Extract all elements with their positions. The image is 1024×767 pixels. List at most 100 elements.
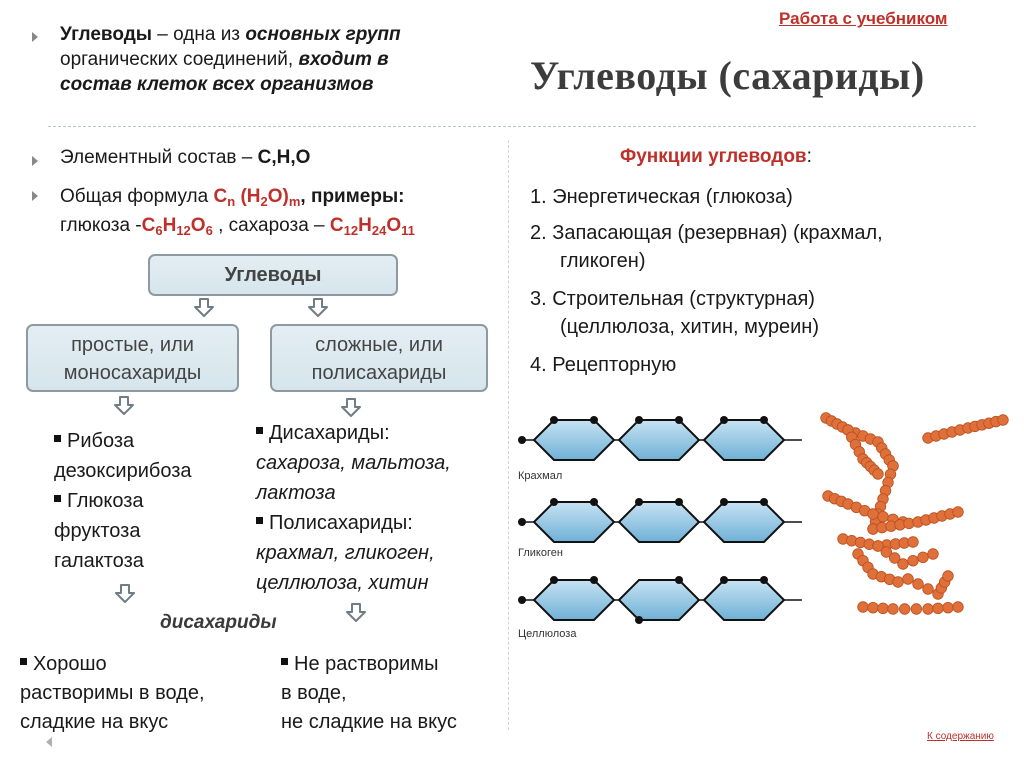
function-item: 1. Энергетическая (глюкоза) — [530, 186, 793, 208]
glucose-bead — [872, 540, 884, 552]
glucose-bead — [867, 601, 879, 614]
simple-carbs-line1: простые, или — [71, 334, 194, 356]
glucose-bead — [857, 601, 869, 613]
glucose-bead — [872, 468, 884, 480]
glycosidic-bond — [518, 596, 526, 604]
nav-back-icon[interactable] — [46, 737, 52, 747]
glucose-bead — [942, 570, 954, 582]
contents-link[interactable]: К содержанию — [927, 731, 994, 742]
sugar-ring — [532, 501, 616, 543]
complex-carbs-line1: сложные, или — [315, 334, 443, 356]
list-item: лактоза — [256, 482, 336, 504]
glucose-bead — [897, 558, 909, 570]
glycosidic-bond — [760, 416, 768, 424]
list-item: Хорошо — [20, 650, 205, 679]
glucose-bead — [907, 536, 919, 548]
sugar-ring — [532, 419, 616, 461]
sugar-ring — [617, 501, 701, 543]
formula-c: C — [213, 186, 228, 207]
list-item: сладкие на вкус — [20, 711, 169, 733]
glycosidic-bond — [635, 416, 643, 424]
function-item: 3. Строительная (структурная) — [530, 288, 815, 310]
down-arrow-icon — [346, 603, 366, 622]
glucose-bead — [877, 602, 889, 615]
glycosidic-bond — [635, 498, 643, 506]
glucose-bead — [907, 554, 919, 567]
down-arrow-icon — [114, 396, 134, 415]
list-item: в воде, — [281, 682, 347, 704]
complex-items: Дисахариды: сахароза, мальтоза, лактоза … — [256, 418, 451, 598]
sugar-ring — [617, 579, 701, 621]
starch-label: Крахмал — [518, 470, 562, 482]
composition-text: Элементный состав – С,Н,О — [60, 145, 310, 170]
sugar-ring — [617, 419, 701, 461]
glucose-bead — [898, 603, 911, 615]
glycosidic-bond — [720, 498, 728, 506]
formula-n: n — [227, 194, 236, 209]
intro-dash: – одна из — [152, 24, 246, 45]
glucose-bead — [922, 603, 934, 615]
glycosidic-bond — [760, 498, 768, 506]
textbook-link[interactable]: Работа с учебником — [779, 9, 948, 28]
vertical-divider — [508, 140, 509, 730]
list-item: крахмал, гликоген, — [256, 542, 435, 564]
glycosidic-bond — [675, 416, 683, 424]
functions-list: 1. Энергетическая (глюкоза) 2. Запасающа… — [530, 183, 883, 379]
simple-carbs-box: простые, или моносахариды — [26, 324, 239, 392]
separator-line — [48, 126, 976, 127]
list-item: фруктоза — [54, 520, 141, 542]
glucose-formula: C6H12O6 — [141, 215, 213, 238]
list-item: Глюкоза — [54, 486, 192, 516]
formula-h2o: (H — [235, 186, 261, 207]
glycosidic-bond — [550, 576, 558, 584]
sugar-ring — [702, 579, 786, 621]
bullet-arrow-icon — [32, 156, 38, 166]
solubility-right: Не растворимы в воде, не сладкие на вкус — [281, 650, 457, 737]
sucrose-formula: C12H24O11 — [329, 215, 415, 238]
glycogen-bead-model — [820, 412, 1009, 615]
glucose-bead — [927, 548, 939, 560]
complex-carbs-box: сложные, или полисахариды — [270, 324, 488, 392]
glucose-bead — [932, 602, 944, 615]
formula-text: Общая формула Cn (H2O)m, примеры: глюкоз… — [60, 182, 415, 240]
list-item: целлюлоза, хитин — [256, 572, 429, 594]
simple-items: Рибоза дезоксирибоза Глюкоза фруктоза га… — [54, 426, 192, 576]
glycosidic-bond — [720, 576, 728, 584]
composition-label: Элементный состав – — [60, 147, 258, 168]
glycosidic-bond — [518, 436, 526, 444]
glucose-bead — [952, 601, 964, 613]
glycosidic-bond — [760, 576, 768, 584]
glucose-bead — [952, 506, 964, 518]
glycosidic-bond — [720, 416, 728, 424]
formula-label: Общая формула — [60, 186, 214, 207]
intro-line3: состав клеток всех организмов — [60, 74, 374, 95]
glycosidic-bond — [675, 576, 683, 584]
down-arrow-icon — [115, 584, 135, 603]
glycosidic-bond — [590, 498, 598, 506]
glucose-bead — [912, 578, 924, 590]
formula-2: 2 — [260, 194, 268, 209]
glycosidic-bond — [590, 576, 598, 584]
down-arrow-icon — [341, 398, 361, 417]
page-title: Углеводы (сахариды) — [530, 53, 925, 98]
simple-carbs-line2: моносахариды — [63, 362, 202, 384]
glucose-bead — [902, 573, 914, 585]
glycosidic-bond — [590, 416, 598, 424]
glucose-bead — [942, 601, 954, 614]
glucose-bead — [888, 552, 901, 564]
glucose-bead — [887, 603, 899, 615]
list-item: растворимы в воде, — [20, 682, 205, 704]
complex-carbs-line2: полисахариды — [311, 362, 447, 384]
glycosidic-bond — [550, 416, 558, 424]
list-item: Полисахариды: — [256, 508, 451, 538]
intro-term: Углеводы — [60, 24, 152, 45]
glucose-bead — [867, 508, 879, 520]
glucose-bead — [877, 510, 889, 523]
glucose-bead — [917, 551, 929, 564]
intro-line2: органических соединений, — [60, 49, 299, 70]
list-item: Не растворимы — [281, 650, 457, 679]
glycosidic-bond — [675, 498, 683, 506]
function-item: 2. Запасающая (резервная) (крахмал, — [530, 222, 883, 244]
intro-text: Углеводы – одна из основных групп органи… — [60, 22, 470, 97]
glucose-bead — [997, 414, 1009, 426]
